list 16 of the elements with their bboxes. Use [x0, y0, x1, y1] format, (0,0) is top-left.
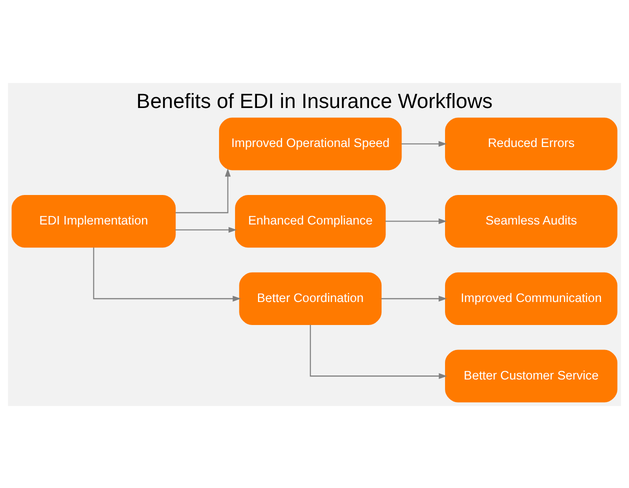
arrow [401, 140, 447, 146]
node-box: Improved Operational Speed [219, 117, 402, 170]
node-box: Reduced Errors [445, 117, 618, 170]
arrow [93, 246, 241, 302]
node-box: Improved Communication [445, 272, 618, 324]
arrow [175, 226, 237, 232]
node-box: Enhanced Compliance [235, 194, 386, 248]
node-box: Better Customer Service [445, 349, 618, 402]
node-box: EDI Implementation [12, 194, 176, 248]
arrow [385, 218, 447, 224]
arrow [381, 295, 447, 302]
diagram-title: Benefits of EDI in Insurance Workflows [136, 89, 493, 112]
arrow [176, 168, 231, 213]
node-box: Seamless Audits [445, 194, 618, 248]
arrow [310, 324, 448, 378]
node-box: Better Coordination [239, 272, 382, 324]
